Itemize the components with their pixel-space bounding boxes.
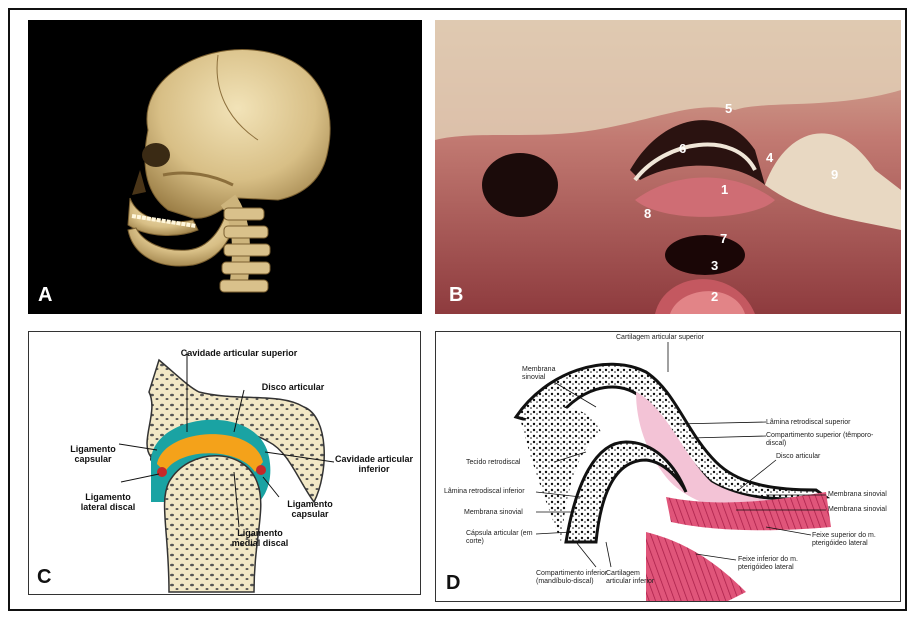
panel-d-letter: D <box>446 572 460 595</box>
label-feixe-superior: Feixe superior do m. pterigóideo lateral <box>812 532 898 548</box>
label-number-3: 3 <box>711 258 718 273</box>
label-ligamento-medial-discal: Ligamento medial discal <box>225 528 295 548</box>
label-cartilagem-articular-superior: Cartilagem articular superior <box>616 334 736 342</box>
label-ligamento-capsular-left: Ligamento capsular <box>63 444 123 464</box>
label-cavidade-articular-inferior: Cavidade articular inferior <box>329 454 419 474</box>
label-membrana-sinovial-r2: Membrana sinovial <box>828 506 898 514</box>
label-ligamento-capsular-right: Ligamento capsular <box>275 499 345 519</box>
label-tecido-retrodiscal: Tecido retrodiscal <box>466 459 556 467</box>
skull-illustration <box>28 20 422 314</box>
label-number-8: 8 <box>644 206 651 221</box>
label-disco-articular-d: Disco articular <box>776 453 876 461</box>
label-ligamento-lateral-discal: Ligamento lateral discal <box>73 492 143 512</box>
panel-b-dissection-photo: 5 6 4 9 1 8 7 3 2 B <box>435 20 901 314</box>
label-number-4: 4 <box>766 150 773 165</box>
label-membrana-sinovial-r1: Membrana sinovial <box>828 491 898 499</box>
label-number-5: 5 <box>725 101 732 116</box>
label-membrana-sinovial-top: Membrana sinovial <box>522 366 562 382</box>
label-number-7: 7 <box>720 231 727 246</box>
label-cavidade-articular-superior: Cavidade articular superior <box>179 348 299 358</box>
label-lamina-retrodiscal-superior: Lâmina retrodiscal superior <box>766 419 876 427</box>
tmj-detailed-drawing <box>436 332 901 602</box>
label-feixe-inferior: Feixe inferior do m. pterigóideo lateral <box>738 556 828 572</box>
label-number-1: 1 <box>721 182 728 197</box>
label-membrana-sinovial-left: Membrana sinovial <box>464 509 544 517</box>
panel-c-joint-schematic: Cavidade articular superior Disco articu… <box>28 331 421 595</box>
panel-c-letter: C <box>37 566 51 589</box>
label-number-2: 2 <box>711 289 718 304</box>
label-disco-articular: Disco articular <box>243 382 343 392</box>
panel-a-letter: A <box>38 284 52 307</box>
panel-b-letter: B <box>449 284 463 307</box>
panel-d-detailed-drawing: Cartilagem articular superior Membrana s… <box>435 331 901 602</box>
label-compartimento-superior: Compartimento superior (têmporo-discal) <box>766 432 876 448</box>
label-lamina-retrodiscal-inferior: Lâmina retrodiscal inferior <box>444 488 544 496</box>
panel-a-skull-image: A <box>28 20 422 314</box>
label-cartilagem-articular-inferior: Cartilagem articular inferior <box>606 570 656 586</box>
label-capsula-articular: Cápsula articular (em corte) <box>466 530 536 546</box>
label-number-9: 9 <box>831 167 838 182</box>
label-number-6: 6 <box>679 141 686 156</box>
